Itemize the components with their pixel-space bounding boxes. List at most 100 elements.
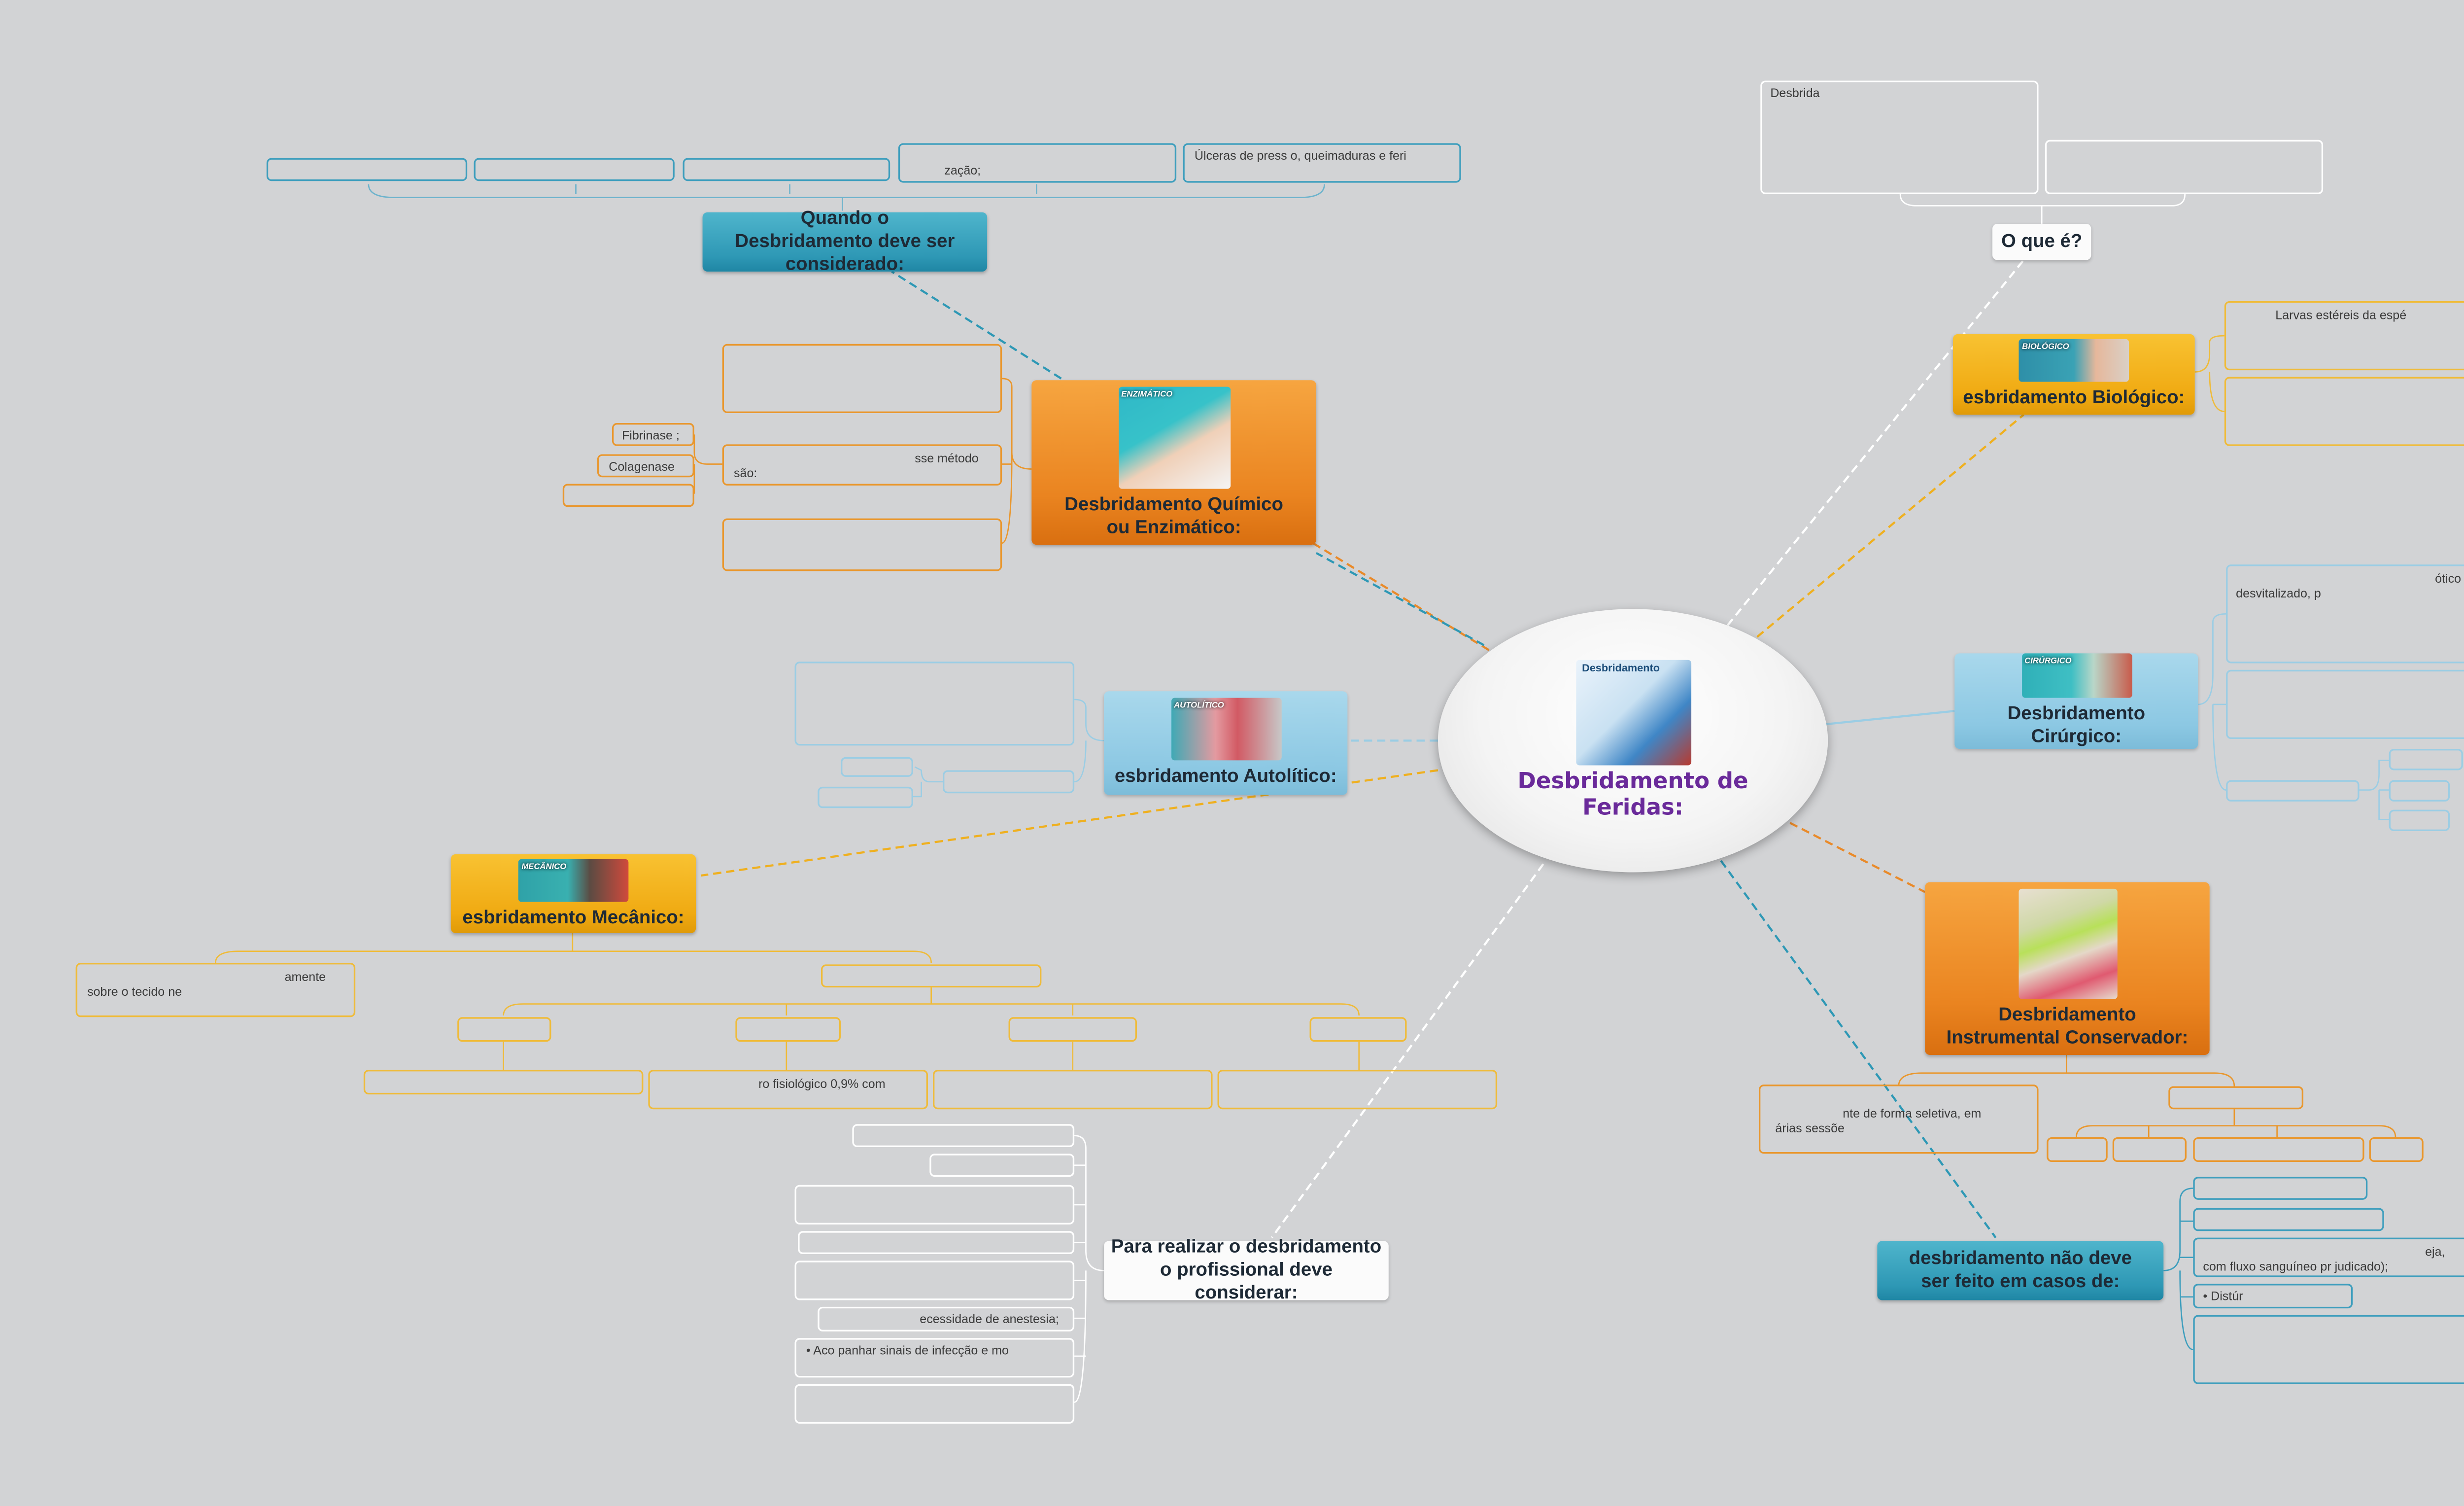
leaf-mecanico-a-detail[interactable] [363, 1070, 644, 1095]
topic-profissional-label: Para realizar o desbridamento o profissi… [1111, 1237, 1382, 1304]
leaf-otico-text: ótico e [2435, 571, 2464, 586]
leaf-mecanico-c[interactable] [1008, 1017, 1137, 1042]
leaf-quimico-1[interactable] [722, 344, 1002, 413]
topic-mecanico[interactable]: MECÂNICO esbridamento Mecânico: [450, 854, 696, 933]
leaf-nao-deve-2[interactable] [2193, 1208, 2384, 1231]
leaf-quimico-sub-3[interactable] [562, 484, 694, 507]
leaf-autolitico-2[interactable] [943, 770, 1075, 794]
leaf-o-que-e-1[interactable]: Desbrida [1760, 80, 2039, 194]
topic-cirurgico[interactable]: CIRÚRGICO Desbridamento Cirúrgico: [1954, 653, 2198, 749]
leaf-mecanico-2[interactable] [821, 964, 1042, 988]
leaf-fluxo-text: com fluxo sanguíneo pr judicado); [2203, 1259, 2389, 1274]
topic-quando-considerar[interactable]: Quando o Desbridamento deve ser consider… [702, 209, 988, 275]
leaf-ulceras-text: Úlceras de press o, queimaduras e feri [1194, 148, 1406, 163]
leaf-larvas-text: Larvas estéreis da espé [2275, 308, 2407, 323]
leaf-instrumental-b[interactable] [2112, 1137, 2187, 1162]
leaf-infeccao-text: • Aco panhar sinais de infecção e mo [806, 1343, 1009, 1358]
topic-quando-label: Quando o Desbridamento deve ser consider… [735, 209, 955, 275]
leaf-instrumental-c[interactable] [2193, 1137, 2364, 1162]
leaf-nao-deve-3[interactable]: eja, com fluxo sanguíneo pr judicado); [2193, 1237, 2464, 1277]
leaf-mecanico-1[interactable]: amente sobre o tecido ne [75, 963, 356, 1017]
leaf-profissional-1[interactable] [852, 1124, 1075, 1148]
leaf-cirurgico-sub-1[interactable] [2389, 749, 2463, 771]
topic-quimico-label: Desbridamento Químico ou Enzimático: [1064, 494, 1283, 538]
leaf-o-que-e-2[interactable] [2045, 140, 2324, 194]
mecanico-thumbnail: MECÂNICO [518, 858, 629, 901]
central-image-label: Desbridamento [1582, 663, 1660, 675]
enzimatico-thumbnail: ENZIMÁTICO [1118, 385, 1230, 488]
leaf-instrumental-d[interactable] [2369, 1137, 2424, 1162]
leaf-quando-4[interactable]: zação; [898, 143, 1177, 183]
leaf-cirurgico-sub-2[interactable] [2389, 780, 2450, 802]
leaf-profissional-2[interactable] [929, 1154, 1075, 1177]
leaf-seletiva-text-2: árias sessõe [1775, 1121, 1845, 1136]
topic-nao-deve-ser-feito[interactable]: desbridamento não deve ser feito em caso… [1877, 1241, 2164, 1300]
leaf-cirurgico-3[interactable] [2226, 780, 2360, 802]
topic-quimico-enzimatico[interactable]: ENZIMÁTICO Desbridamento Químico ou Enzi… [1031, 380, 1316, 545]
leaf-soro-text: ro fisiológico 0,9% com [758, 1076, 886, 1091]
leaf-mecanico-b-detail[interactable]: ro fisiológico 0,9% com [648, 1070, 928, 1110]
leaf-quando-5[interactable]: Úlceras de press o, queimaduras e feri [1183, 143, 1461, 183]
leaf-colagenase[interactable]: Colagenase [597, 454, 694, 478]
cirurgico-thumbnail: CIRÚRGICO [2021, 653, 2132, 698]
leaf-cirurgico-1[interactable]: ótico e desvitalizado, p [2226, 564, 2464, 664]
topic-nao-deve-label: desbridamento não deve ser feito em caso… [1909, 1249, 2132, 1292]
leaf-fibrinase[interactable]: Fibrinase ; [612, 423, 694, 446]
leaf-profissional-3[interactable] [794, 1185, 1075, 1225]
leaf-autolitico-1[interactable] [794, 662, 1075, 746]
leaf-distur-text: • Distúr [2203, 1289, 2243, 1304]
topic-o-que-e-label: O que é? [2001, 232, 2083, 252]
leaf-mecanico-b[interactable] [735, 1017, 841, 1042]
topic-instrumental-label: Desbridamento Instrumental Conservador: [1946, 1005, 2189, 1048]
leaf-cirurgico-2[interactable] [2226, 669, 2464, 739]
leaf-biologico-1[interactable]: Larvas estéreis da espé [2224, 301, 2464, 371]
leaf-profissional-5[interactable] [794, 1261, 1075, 1300]
leaf-metodo-text-2: são: [734, 465, 757, 481]
leaf-profissional-7[interactable]: • Aco panhar sinais de infecção e mo [794, 1338, 1075, 1378]
autolitico-thumbnail: AUTOLÍTICO [1170, 698, 1281, 761]
autolitico-thumb-label: AUTOLÍTICO [1174, 701, 1224, 711]
biologico-thumb-label: BIOLÓGICO [2022, 342, 2069, 352]
leaf-nao-deve-1[interactable] [2193, 1177, 2368, 1200]
enzimatico-thumb-label: ENZIMÁTICO [1121, 389, 1173, 399]
leaf-instrumental-2[interactable] [2168, 1086, 2304, 1110]
leaf-mecanico-a[interactable] [457, 1017, 551, 1042]
leaf-mecanico-c-detail[interactable] [932, 1070, 1213, 1110]
leaf-quimico-2[interactable]: sse método são: [722, 444, 1002, 486]
topic-biologico-label: esbridamento Biológico: [1963, 388, 2185, 408]
leaf-nao-deve-4[interactable]: • Distúr [2193, 1284, 2353, 1309]
leaf-autolitico-sub-2[interactable] [818, 786, 913, 808]
leaf-metodo-text-1: sse método [915, 451, 979, 466]
leaf-instrumental-a[interactable] [2047, 1137, 2108, 1162]
leaf-profissional-4[interactable] [798, 1231, 1075, 1255]
topic-instrumental-conservador[interactable]: Desbridamento Instrumental Conservador: [1925, 882, 2210, 1055]
leaf-fibrinase-text: Fibrinase ; [621, 428, 680, 443]
leaf-zacao-text: zação; [944, 163, 981, 178]
leaf-mecanico-d[interactable] [1309, 1017, 1407, 1042]
leaf-quando-3[interactable] [683, 158, 890, 181]
topic-profissional-considerar[interactable]: Para realizar o desbridamento o profissi… [1104, 1238, 1389, 1303]
leaf-biologico-2[interactable] [2224, 377, 2464, 446]
leaf-mecanico-d-detail[interactable] [1217, 1070, 1498, 1110]
topic-autolitico[interactable]: AUTOLÍTICO esbridamento Autolítico: [1104, 691, 1348, 795]
topic-cirurgico-label: Desbridamento Cirúrgico: [2007, 704, 2146, 747]
leaf-profissional-6[interactable]: ecessidade de anestesia; [818, 1306, 1075, 1331]
leaf-quando-2[interactable] [474, 158, 675, 181]
leaf-nao-deve-5[interactable] [2193, 1315, 2464, 1384]
leaf-quando-1[interactable] [266, 158, 468, 181]
leaf-profissional-8[interactable] [794, 1384, 1075, 1424]
leaf-instrumental-1[interactable]: nte de forma seletiva, em árias sessõe [1758, 1085, 2039, 1154]
biologico-thumbnail: BIOLÓGICO [2019, 339, 2129, 382]
topic-biologico[interactable]: BIOLÓGICO esbridamento Biológico: [1952, 334, 2195, 415]
topic-o-que-e[interactable]: O que é? [1992, 224, 2091, 260]
leaf-anestesia-text: ecessidade de anestesia; [920, 1311, 1059, 1327]
leaf-desvitalizado-text: desvitalizado, p [2236, 586, 2321, 601]
mecanico-thumb-label: MECÂNICO [521, 861, 567, 872]
central-topic[interactable]: Desbridamento Desbridamento de Feridas: [1437, 609, 1828, 873]
leaf-mec-sobre-text: sobre o tecido ne [87, 984, 182, 999]
leaf-cirurgico-sub-3[interactable] [2389, 809, 2450, 831]
leaf-quimico-3[interactable] [722, 518, 1002, 571]
topic-mecanico-label: esbridamento Mecânico: [462, 908, 684, 928]
leaf-autolitico-sub-1[interactable] [841, 757, 913, 777]
